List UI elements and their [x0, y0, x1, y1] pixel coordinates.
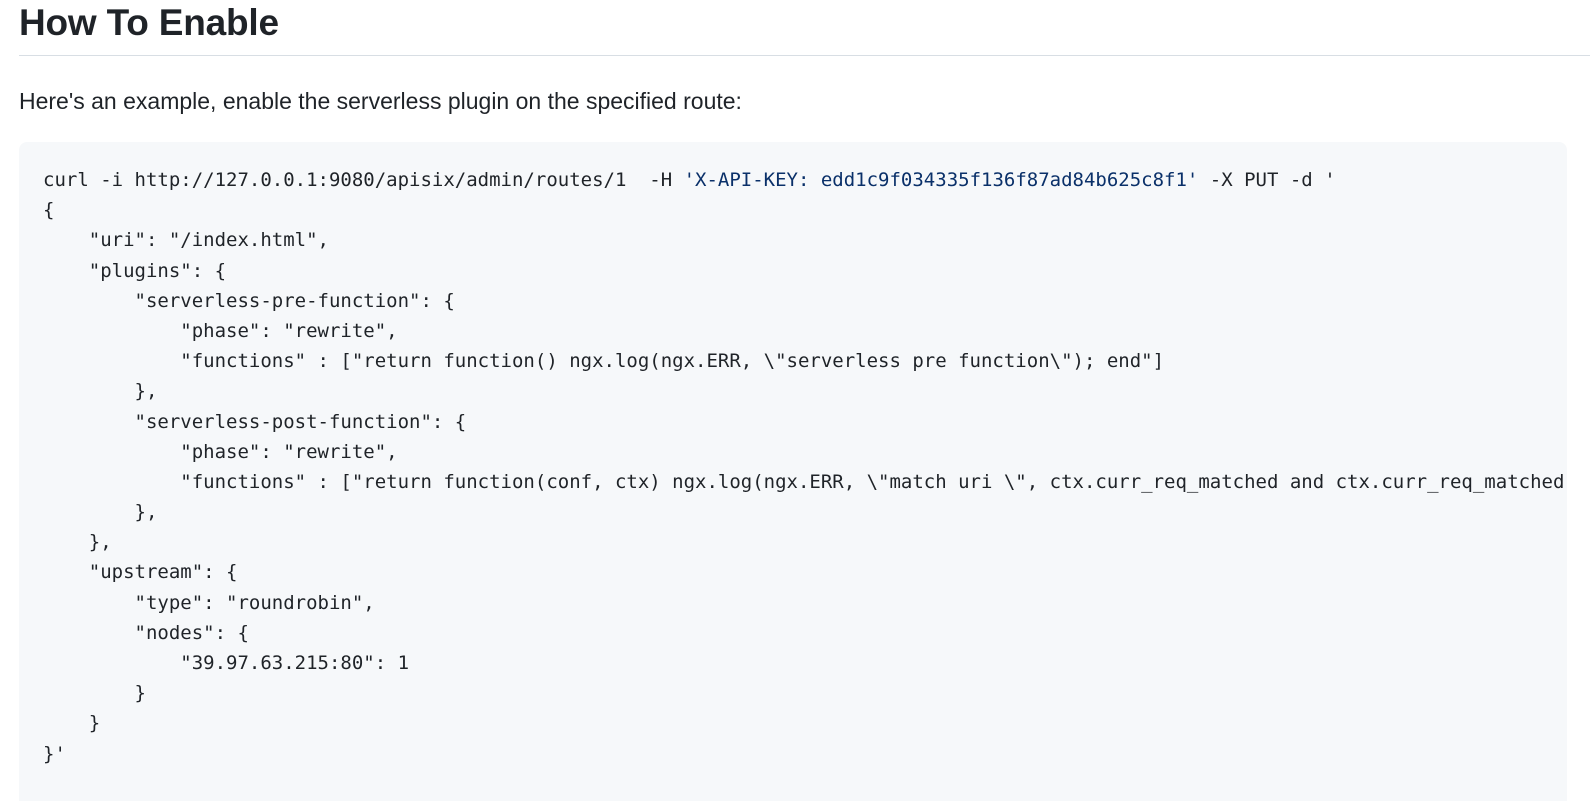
code-line: "serverless-pre-function": {	[43, 289, 455, 312]
code-line: "phase": "rewrite",	[43, 319, 398, 342]
code-block[interactable]: curl -i http://127.0.0.1:9080/apisix/adm…	[19, 142, 1567, 801]
code-line: "phase": "rewrite",	[43, 440, 398, 463]
code-line: "upstream": {	[43, 561, 238, 584]
code-text[interactable]: curl -i http://127.0.0.1:9080/apisix/adm…	[43, 165, 1564, 769]
code-line: },	[43, 380, 158, 403]
code-line: }'	[43, 742, 66, 765]
code-line: },	[43, 531, 112, 554]
code-line: "functions" : ["return function() ngx.lo…	[43, 350, 1165, 373]
code-content[interactable]: curl -i http://127.0.0.1:9080/apisix/adm…	[43, 165, 1564, 769]
heading-divider	[19, 55, 1590, 56]
code-line: }	[43, 712, 101, 735]
intro-paragraph: Here's an example, enable the serverless…	[19, 88, 742, 114]
code-line: "nodes": {	[43, 621, 249, 644]
code-line: {	[43, 199, 55, 222]
code-line: curl -i http://127.0.0.1:9080/apisix/adm…	[43, 169, 1336, 191]
code-line: "serverless-post-function": {	[43, 410, 467, 433]
code-line: }	[43, 682, 146, 705]
code-line: },	[43, 501, 158, 524]
code-line: "plugins": {	[43, 259, 227, 282]
code-line: "uri": "/index.html",	[43, 229, 329, 252]
section-heading: How To Enable	[19, 2, 279, 43]
code-line: "type": "roundrobin",	[43, 591, 375, 614]
code-line: "functions" : ["return function(conf, ct…	[43, 470, 1565, 493]
code-string-token: 'X-API-KEY: edd1c9f034335f136f87ad84b625…	[683, 169, 1199, 191]
code-line: "39.97.63.215:80": 1	[43, 652, 410, 674]
